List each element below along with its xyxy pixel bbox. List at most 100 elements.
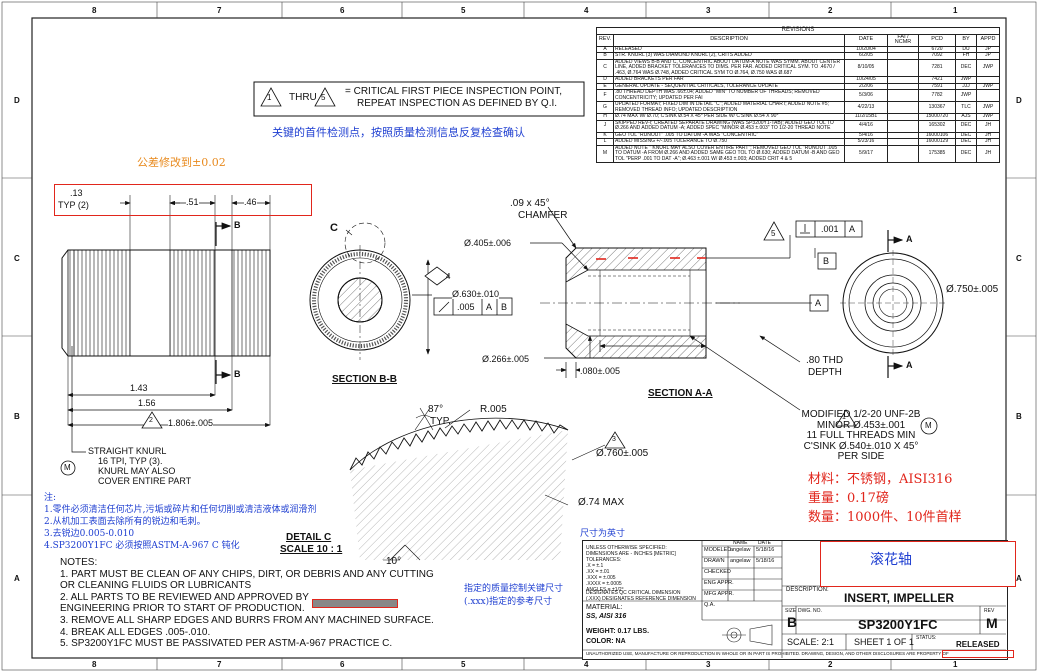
- zone-bottom-3: 3: [706, 660, 711, 669]
- tol-line-2: DIMENSIONS ARE - INCHES [METRIC]: [586, 551, 676, 557]
- thread-note: MODIFIED 1/2-20 UNF-2B MINOR Ø.453±.001 …: [786, 409, 936, 463]
- approval-role: MODELED: [704, 547, 732, 553]
- crit-cn-translation: 关键的首件检测点，按照质量检测信息反复检查确认: [272, 126, 525, 139]
- thread-note-3: 11 FULL THREADS MIN: [806, 430, 916, 441]
- zone-bottom-2: 2: [828, 660, 833, 669]
- crit-legend-1: DESIGNATES QC CRITICAL DIMENSION: [586, 590, 681, 596]
- rev-header-cell: BY: [955, 33, 977, 47]
- qty-cn: 数量：1000件、10件首样: [808, 510, 962, 525]
- section-bb-title: SECTION B-B: [332, 374, 397, 385]
- angle-typ: TYP.: [430, 416, 451, 427]
- zone-bottom-1: 1: [953, 660, 958, 669]
- cn-notes: 注: 1.零件必须清洁任何芯片,污垢或碎片和任何切削或清洁液体或润滑剂 2.从机…: [44, 492, 316, 552]
- note-3: 3. REMOVE ALL SHARP EDGES AND BURRS FROM…: [60, 614, 434, 626]
- rev-header-cell: FAI / NCMR: [887, 33, 919, 47]
- zone-right-a: A: [1016, 574, 1022, 583]
- revision-cell: JWP: [976, 101, 1000, 114]
- thread-depth-2: DEPTH: [808, 367, 842, 378]
- knurl-note-2: 16 TPI, TYP (3).: [98, 456, 163, 466]
- thread-tri-1: 1: [842, 414, 846, 421]
- revision-cell: DEC: [955, 144, 977, 163]
- material-label: MATERIAL:: [586, 604, 623, 611]
- size-value: B: [787, 614, 798, 630]
- rev-value: M: [986, 615, 998, 631]
- cn-note-4: 4.SP3200Y1FC 必须按照ASTM-A-967 C 钝化: [44, 541, 240, 551]
- detail-tri-3: 3: [612, 436, 616, 443]
- dim-tri-2: 2: [149, 417, 153, 424]
- rev-header-cell: DATE: [844, 33, 888, 47]
- end-view: [840, 250, 946, 356]
- revision-description: ADDED VIEWS B-B AND C, CONCENTRIC ABOUT …: [613, 58, 845, 77]
- rev-header-cell: PCD: [918, 33, 956, 47]
- revision-cell: [887, 58, 919, 77]
- approval-role: MFG APPR.: [704, 591, 734, 597]
- dim-dia-266: Ø.266±.005: [482, 354, 529, 364]
- section-b-top-label: B: [234, 220, 241, 230]
- zone-bottom-7: 7: [217, 660, 222, 669]
- dim-046: .46: [244, 197, 257, 207]
- weight-value: WEIGHT: 0.17 LBS.: [586, 628, 650, 635]
- rev-label: REV: [984, 608, 995, 614]
- revision-cell: J: [596, 119, 614, 133]
- part-name-box: [820, 541, 1016, 587]
- tol-line-7: .XXXX = ±.0005: [586, 581, 622, 587]
- side-view-shaft: [61, 195, 271, 453]
- dim-156: 1.56: [138, 398, 156, 408]
- detail-c-title: DETAIL C: [286, 532, 332, 543]
- scale-value: SCALE: 2:1: [787, 637, 835, 647]
- zone-left-b: B: [14, 412, 20, 421]
- dim-dia-750: Ø.750±.005: [946, 284, 999, 295]
- part-name-cn: 滚花轴: [870, 552, 912, 568]
- title-block-grid: [582, 540, 1006, 658]
- revision-cell: TLC: [955, 101, 977, 114]
- knurl-note-1: STRAIGHT KNURL: [88, 446, 167, 456]
- revision-cell: DEC: [955, 119, 977, 133]
- fcf-perp-value: .001: [821, 224, 839, 234]
- approval-name: angelaw: [730, 547, 751, 553]
- revision-cell: M: [596, 144, 614, 163]
- thread-depth-1: .80 THD: [806, 355, 844, 366]
- tolerance-block: UNLESS OTHERWISE SPECIFIED: DIMENSIONS A…: [586, 545, 676, 593]
- fcf-perp-datum: A: [849, 224, 856, 234]
- tol-line-3: TOLERANCES:: [586, 557, 622, 563]
- dim-013: .13: [70, 188, 83, 198]
- description-label: DESCRIPTION:: [786, 587, 829, 593]
- revision-description: UPDATED FORMAT; FIXED DIM IN DETAIL "C";…: [613, 101, 845, 114]
- crit-tri-1: 1: [267, 93, 272, 102]
- dim-080: .080±.005: [580, 366, 620, 376]
- zone-bottom-8: 8: [92, 660, 97, 669]
- redacted-owner: [942, 650, 1014, 658]
- size-label: SIZE: [785, 608, 797, 614]
- material-cn: 材料：不锈钢，AISI316: [808, 472, 953, 487]
- zone-left-d: D: [14, 96, 20, 105]
- sheet-value: SHEET 1 OF 1: [854, 637, 914, 647]
- revision-cell: 7782: [918, 89, 956, 102]
- revision-cell: [976, 89, 1000, 102]
- dim-dia-760: Ø.760±.005: [596, 448, 649, 459]
- redacted-approver: [312, 599, 398, 608]
- revision-cell: JH: [976, 119, 1000, 133]
- cn-note-2: 2.从机加工表面去除所有的锐边和毛刺。: [44, 517, 206, 527]
- revision-cell: F: [596, 89, 614, 102]
- cn-notes-head: 注:: [44, 493, 57, 503]
- revision-cell: 5/9/17: [844, 144, 888, 163]
- dwg-label: DWG. NO.: [798, 608, 822, 614]
- note-2b: ENGINEERING PRIOR TO START OF PRODUCTION…: [60, 603, 305, 615]
- section-a-top-label: A: [906, 234, 913, 244]
- tol-line-6: .XXX = ±.005: [586, 575, 616, 581]
- zone-left-a: A: [14, 574, 20, 583]
- zone-top-1: 1: [953, 6, 958, 15]
- disclaimer: UNAUTHORIZED USE, MANUFACTURE OR REPRODU…: [586, 651, 949, 656]
- material-value: SS, AISI 316: [586, 613, 627, 620]
- detail-c-callout: C: [330, 222, 338, 234]
- section-aa-view: [540, 247, 740, 359]
- zone-right-d: D: [1016, 96, 1022, 105]
- material-cn-block: 材料：不锈钢，AISI316 重量：0.17磅 数量：1000件、10件首样: [808, 470, 962, 527]
- zone-top-4: 4: [584, 6, 589, 15]
- zone-right-b: B: [1016, 412, 1022, 421]
